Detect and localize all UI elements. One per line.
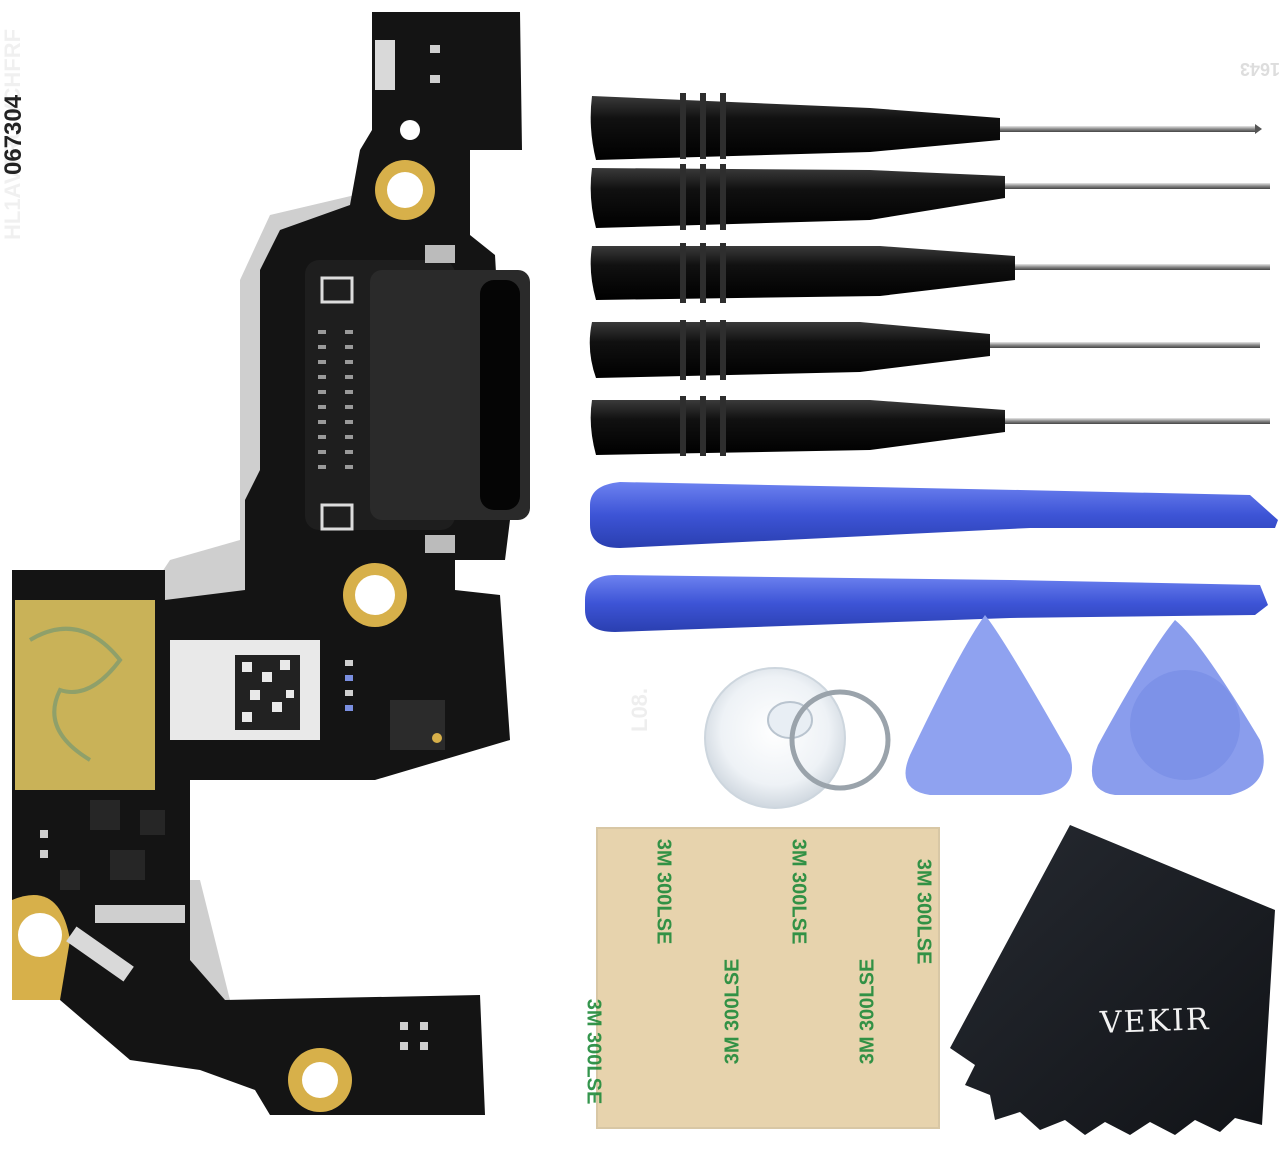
screw-hole-rings [12,120,435,1112]
screwdriver-2 [590,164,1270,230]
usb-c-opening [480,280,520,510]
cleaning-cloth [950,825,1275,1135]
screwdriver-4 [589,320,1260,380]
pry-bar-1 [590,482,1278,548]
pcb-revision-code: L08. [627,687,652,732]
opening-picks [905,615,1264,795]
suction-cup [704,667,891,809]
charging-port-board [12,12,530,1115]
connector-pins [318,330,353,469]
tape-print: 3M 300LSE [652,838,675,945]
pull-ring [789,689,891,791]
brand-logo-text: VEKIR [1099,1002,1211,1041]
adhesive-tape-sheet [596,827,940,1129]
tape-print: 3M 300LSE [787,838,810,945]
triangle-pick-1 [905,615,1072,795]
label-number-text: 067304 [0,94,27,175]
screwdriver-1 [590,93,1262,160]
smd-components [40,40,445,1050]
tape-print: 3M 300LSE [721,958,744,1065]
tape-print: 3M 300LSE [912,858,935,965]
gold-shield [15,600,155,790]
pry-tool-set [585,482,1278,632]
screwdriver-set [589,93,1270,456]
pry-bar-2 [585,575,1268,632]
ic-chips [60,800,165,890]
screwdriver-3 [590,243,1270,303]
tape-print: 3M 300LSE [582,998,605,1105]
tape-print: 3M 300LSE [856,958,879,1065]
screwdriver-5 [590,396,1270,456]
